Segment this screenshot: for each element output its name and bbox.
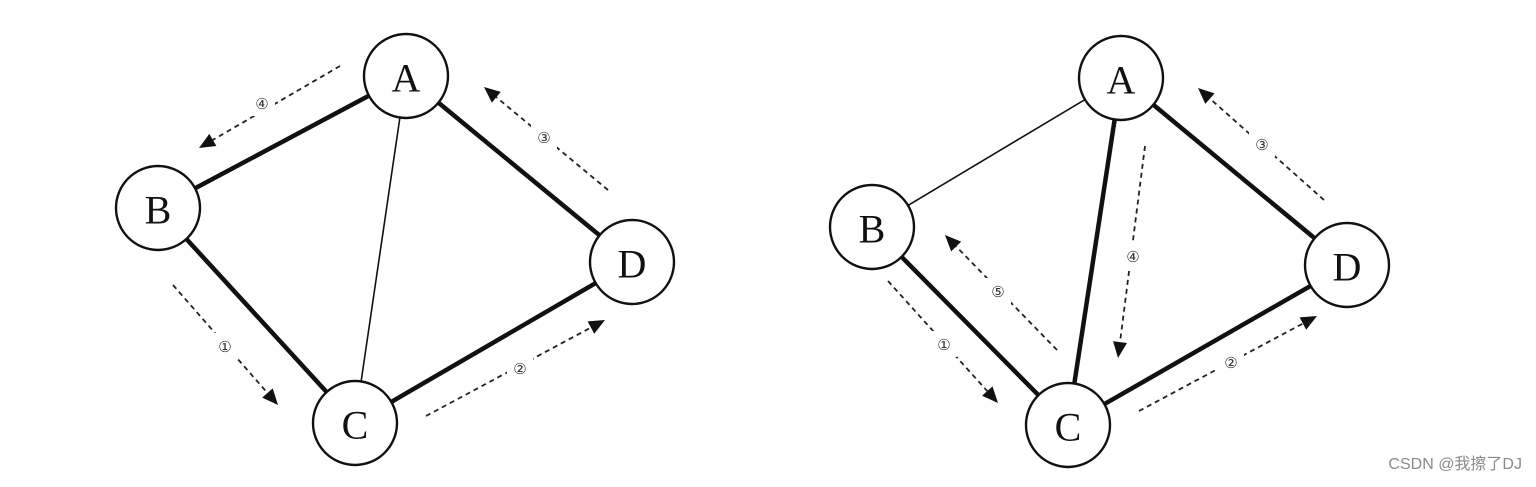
arrow-head-icon bbox=[982, 386, 998, 403]
arrow-head-icon bbox=[199, 133, 217, 148]
arrow-head-icon bbox=[484, 87, 501, 103]
step-arrow-3: ③ bbox=[484, 87, 609, 191]
step-badge-bg bbox=[507, 355, 533, 381]
node-d: D bbox=[1303, 221, 1391, 309]
node-a: A bbox=[362, 32, 450, 120]
step-arrow-2: ② bbox=[1138, 316, 1317, 412]
node-c: C bbox=[1024, 381, 1112, 469]
step-badge-bg bbox=[1120, 243, 1146, 269]
step-arrow-1: ① bbox=[172, 284, 278, 405]
step-badge-bg bbox=[531, 124, 557, 150]
step-badge-bg bbox=[249, 90, 275, 116]
step-arrow-2: ② bbox=[425, 320, 605, 417]
step-arrow-1: ① bbox=[887, 280, 998, 403]
step-label: ③ bbox=[537, 129, 550, 147]
node-c: C bbox=[311, 379, 399, 467]
arrow-head-icon bbox=[587, 320, 605, 334]
edge-a-b bbox=[905, 97, 1088, 208]
step-label: ③ bbox=[1255, 136, 1268, 154]
node-label: A bbox=[392, 56, 421, 101]
arrow-head-icon bbox=[1198, 88, 1215, 104]
node-circle bbox=[362, 32, 450, 120]
node-b: B bbox=[114, 164, 202, 252]
edge-b-c bbox=[182, 235, 331, 396]
step-arrow-4: ④ bbox=[199, 65, 341, 148]
arrow-head-icon bbox=[262, 388, 278, 405]
node-circle bbox=[114, 164, 202, 252]
diagram-right: ① ② ③ ④ ⑤ A B C D bbox=[828, 34, 1391, 469]
step-label: ⑤ bbox=[991, 283, 1004, 301]
arrow-head-icon bbox=[945, 235, 962, 252]
step-badge-bg bbox=[1249, 131, 1275, 157]
node-circle bbox=[311, 379, 399, 467]
node-label: D bbox=[1333, 245, 1362, 290]
step-arrow-5: ⑤ bbox=[945, 235, 1058, 351]
step-badge-bg bbox=[985, 278, 1011, 304]
watermark: CSDN @我擦了DJ bbox=[1388, 456, 1522, 473]
node-circle bbox=[828, 183, 916, 271]
node-circle bbox=[1303, 221, 1391, 309]
step-label: ④ bbox=[1126, 248, 1139, 266]
node-circle bbox=[1077, 34, 1165, 122]
step-badge-bg bbox=[1218, 349, 1244, 375]
step-arrow-4: ④ bbox=[1113, 145, 1146, 358]
node-label: C bbox=[1055, 405, 1082, 450]
diagram-left: ① ② ③ ④ A B C D bbox=[114, 32, 676, 467]
edge-a-d bbox=[1149, 101, 1319, 242]
node-label: B bbox=[145, 188, 172, 233]
edge-b-c bbox=[897, 253, 1043, 399]
edge-c-d bbox=[387, 279, 600, 406]
step-label: ① bbox=[218, 338, 231, 356]
edge-a-d bbox=[434, 99, 604, 239]
step-label: ④ bbox=[255, 95, 268, 113]
node-b: B bbox=[828, 183, 916, 271]
edge-a-c bbox=[360, 114, 401, 385]
node-a: A bbox=[1077, 34, 1165, 122]
node-label: B bbox=[859, 207, 886, 252]
node-d: D bbox=[588, 218, 676, 306]
edge-a-b bbox=[191, 92, 373, 192]
node-label: A bbox=[1107, 58, 1136, 103]
step-arrow-3: ③ bbox=[1198, 88, 1325, 201]
step-label: ② bbox=[1224, 354, 1237, 372]
step-badge-bg bbox=[212, 333, 238, 359]
node-circle bbox=[1024, 381, 1112, 469]
node-label: C bbox=[342, 403, 369, 448]
node-circle bbox=[588, 218, 676, 306]
edge-a-c bbox=[1071, 115, 1118, 388]
step-label: ② bbox=[513, 360, 526, 378]
step-label: ① bbox=[937, 336, 950, 354]
arrow-head-icon bbox=[1299, 316, 1317, 330]
arrow-head-icon bbox=[1113, 341, 1127, 358]
step-badge-bg bbox=[931, 331, 957, 357]
edge-c-d bbox=[1100, 282, 1315, 408]
node-label: D bbox=[618, 242, 647, 287]
